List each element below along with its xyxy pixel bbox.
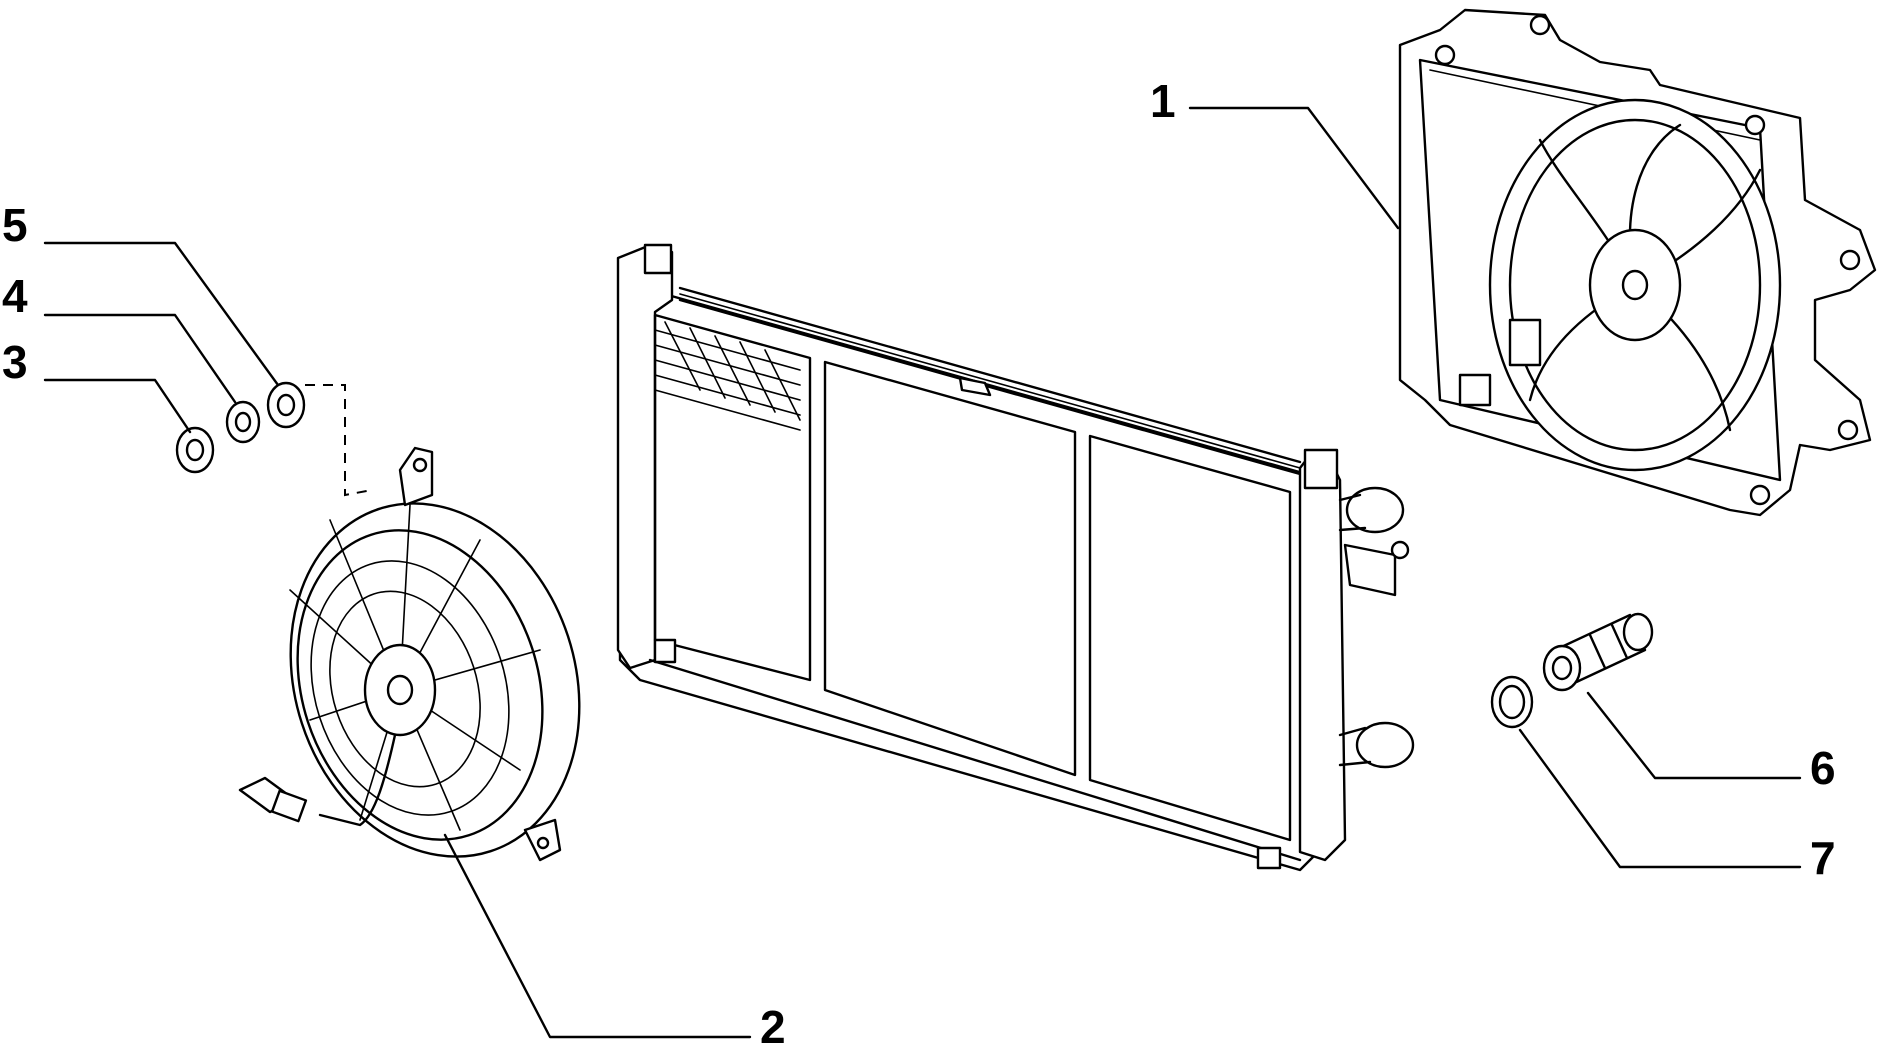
- fan-shroud-assembly: [1398, 8, 1877, 517]
- callout-7: 7: [1810, 832, 1836, 884]
- washer-part-4: [225, 400, 261, 444]
- leader-line-3: [43, 378, 192, 434]
- leader-line-5: [43, 241, 280, 387]
- fan-motor-assembly: [238, 446, 581, 862]
- callout-1: 1: [1150, 75, 1176, 127]
- callout-4: 4: [2, 270, 28, 322]
- radiator: [616, 243, 1415, 872]
- callout-2: 2: [760, 1001, 786, 1043]
- o-ring-part-7: [1490, 675, 1534, 729]
- callout-6: 6: [1810, 742, 1836, 794]
- callout-3: 3: [2, 336, 28, 388]
- leader-line-7: [1518, 728, 1802, 869]
- mounting-axis: [305, 384, 373, 497]
- leader-line-6: [1586, 691, 1802, 780]
- leader-line-2: [443, 833, 752, 1039]
- callout-5: 5: [2, 199, 28, 251]
- washer-part-5: [266, 381, 306, 429]
- leader-line-4: [43, 313, 237, 404]
- thermal-switch-part-6: [1542, 612, 1654, 692]
- leader-line-1: [1188, 106, 1400, 230]
- nut-part-3: [175, 426, 215, 474]
